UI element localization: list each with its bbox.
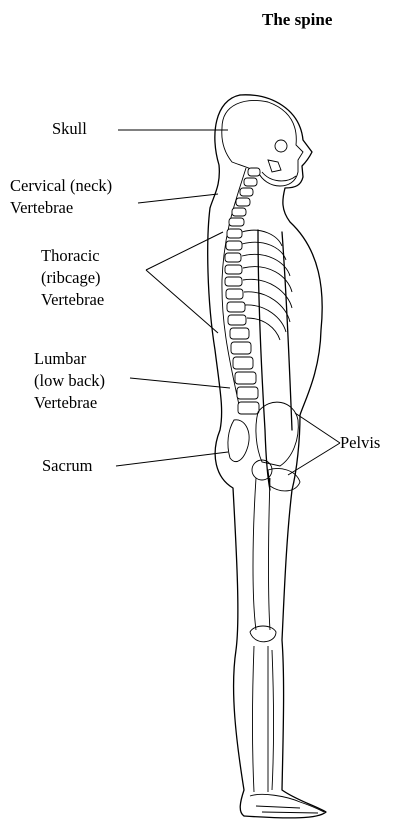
vertebral-column xyxy=(222,168,260,414)
leader-sacrum xyxy=(116,452,228,466)
leader-thoracic-upper xyxy=(146,232,223,270)
leader-lumbar xyxy=(130,378,230,388)
vertebra xyxy=(248,168,260,176)
vertebra xyxy=(235,372,256,384)
vertebra xyxy=(230,328,249,339)
vertebra xyxy=(231,342,251,354)
vertebra xyxy=(229,218,244,226)
vertebra xyxy=(227,302,245,312)
vertebra xyxy=(226,241,242,250)
pelvis xyxy=(256,402,300,491)
vertebra xyxy=(225,277,242,286)
sacrum xyxy=(228,420,249,462)
vertebra xyxy=(236,198,250,206)
body-outline xyxy=(208,95,326,818)
vertebra xyxy=(225,253,241,262)
vertebra xyxy=(233,357,253,369)
leader-pelvis-upper xyxy=(295,413,340,443)
leg-bones xyxy=(250,460,276,792)
vertebra xyxy=(232,208,246,216)
vertebra xyxy=(225,265,242,274)
vertebra xyxy=(240,188,253,196)
vertebra xyxy=(237,387,258,399)
leader-thoracic-lower xyxy=(146,270,218,333)
vertebra xyxy=(238,402,259,414)
vertebra xyxy=(228,315,246,325)
vertebra xyxy=(226,289,243,299)
rib-cage xyxy=(242,230,292,340)
vertebra xyxy=(227,229,242,238)
vertebra xyxy=(244,178,257,186)
leader-cervical xyxy=(138,194,218,203)
foot xyxy=(250,794,324,813)
